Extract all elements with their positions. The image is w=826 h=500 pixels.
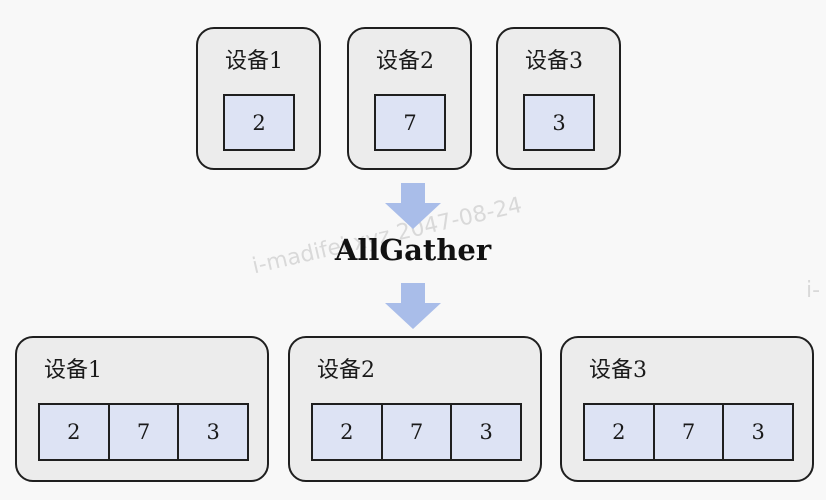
- device-after-1: 设备1 2 7 3: [15, 336, 269, 482]
- device-label: 设备1: [44, 358, 102, 383]
- data-cell: 3: [523, 94, 595, 151]
- down-arrow-icon: [385, 183, 441, 229]
- data-row: 2 7 3: [311, 403, 522, 461]
- arrow-shape: [385, 283, 441, 329]
- data-cell: 3: [751, 420, 765, 444]
- data-cell: 3: [479, 420, 493, 444]
- device-label: 设备1: [225, 49, 283, 74]
- data-cell: 7: [655, 405, 725, 459]
- device-label: 设备2: [317, 358, 375, 383]
- data-cell: 3: [206, 420, 220, 444]
- watermark-edge: i-: [806, 278, 821, 303]
- operation-label: AllGather: [334, 233, 492, 267]
- device-before-1: 设备1 2: [196, 27, 321, 170]
- data-cell: 7: [110, 405, 180, 459]
- device-label: 设备3: [525, 49, 583, 74]
- device-before-2: 设备2 7: [347, 27, 472, 170]
- device-after-2: 设备2 2 7 3: [288, 336, 542, 482]
- device-label: 设备3: [589, 358, 647, 383]
- device-before-3: 设备3 3: [496, 27, 621, 170]
- arrow-shape: [385, 183, 441, 229]
- device-label: 设备2: [376, 49, 434, 74]
- data-cell: 2: [313, 405, 383, 459]
- data-row: 2 7 3: [583, 403, 794, 461]
- data-cell: 2: [585, 405, 655, 459]
- data-row: 2 7 3: [38, 403, 249, 461]
- data-cell: 7: [374, 94, 446, 151]
- down-arrow-icon: [385, 283, 441, 329]
- device-after-3: 设备3 2 7 3: [560, 336, 814, 482]
- data-cell: 7: [383, 405, 453, 459]
- data-cell: 2: [223, 94, 295, 151]
- data-cell: 2: [40, 405, 110, 459]
